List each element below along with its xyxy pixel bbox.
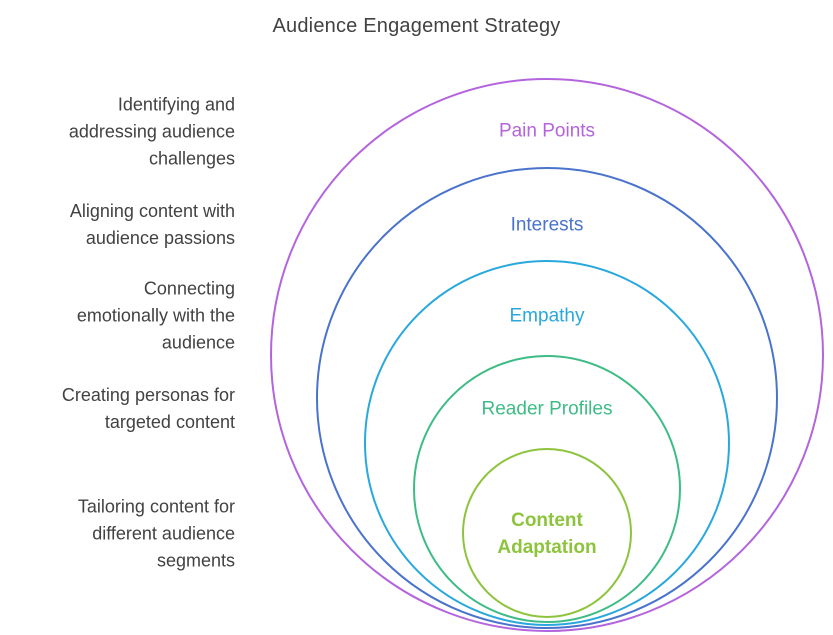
ring-label-interests: Interests xyxy=(510,214,584,236)
page-title: Audience Engagement Strategy xyxy=(272,15,561,37)
ring-circle-content-adaptation xyxy=(462,448,632,618)
ring-description-reader-profiles: Creating personas for targeted content xyxy=(61,385,235,432)
ring-circle-reader-profiles xyxy=(413,355,681,623)
ring-description-pain-points: Identifying and addressing audience chal… xyxy=(68,94,235,169)
ring-circle-pain-points xyxy=(270,78,824,632)
ring-description-empathy: Connecting emotionally with the audience xyxy=(76,278,235,353)
ring-circle-empathy xyxy=(364,260,730,626)
ring-description-content-adaptation: Tailoring content for different audience… xyxy=(77,496,235,571)
ring-label-content-adaptation: Content Adaptation xyxy=(497,510,597,558)
ring-label-empathy: Empathy xyxy=(509,305,585,327)
ring-description-interests: Aligning content with audience passions xyxy=(69,201,235,248)
ring-label-reader-profiles: Reader Profiles xyxy=(481,398,613,420)
ring-label-pain-points: Pain Points xyxy=(498,120,596,142)
ring-circle-interests xyxy=(316,167,778,629)
